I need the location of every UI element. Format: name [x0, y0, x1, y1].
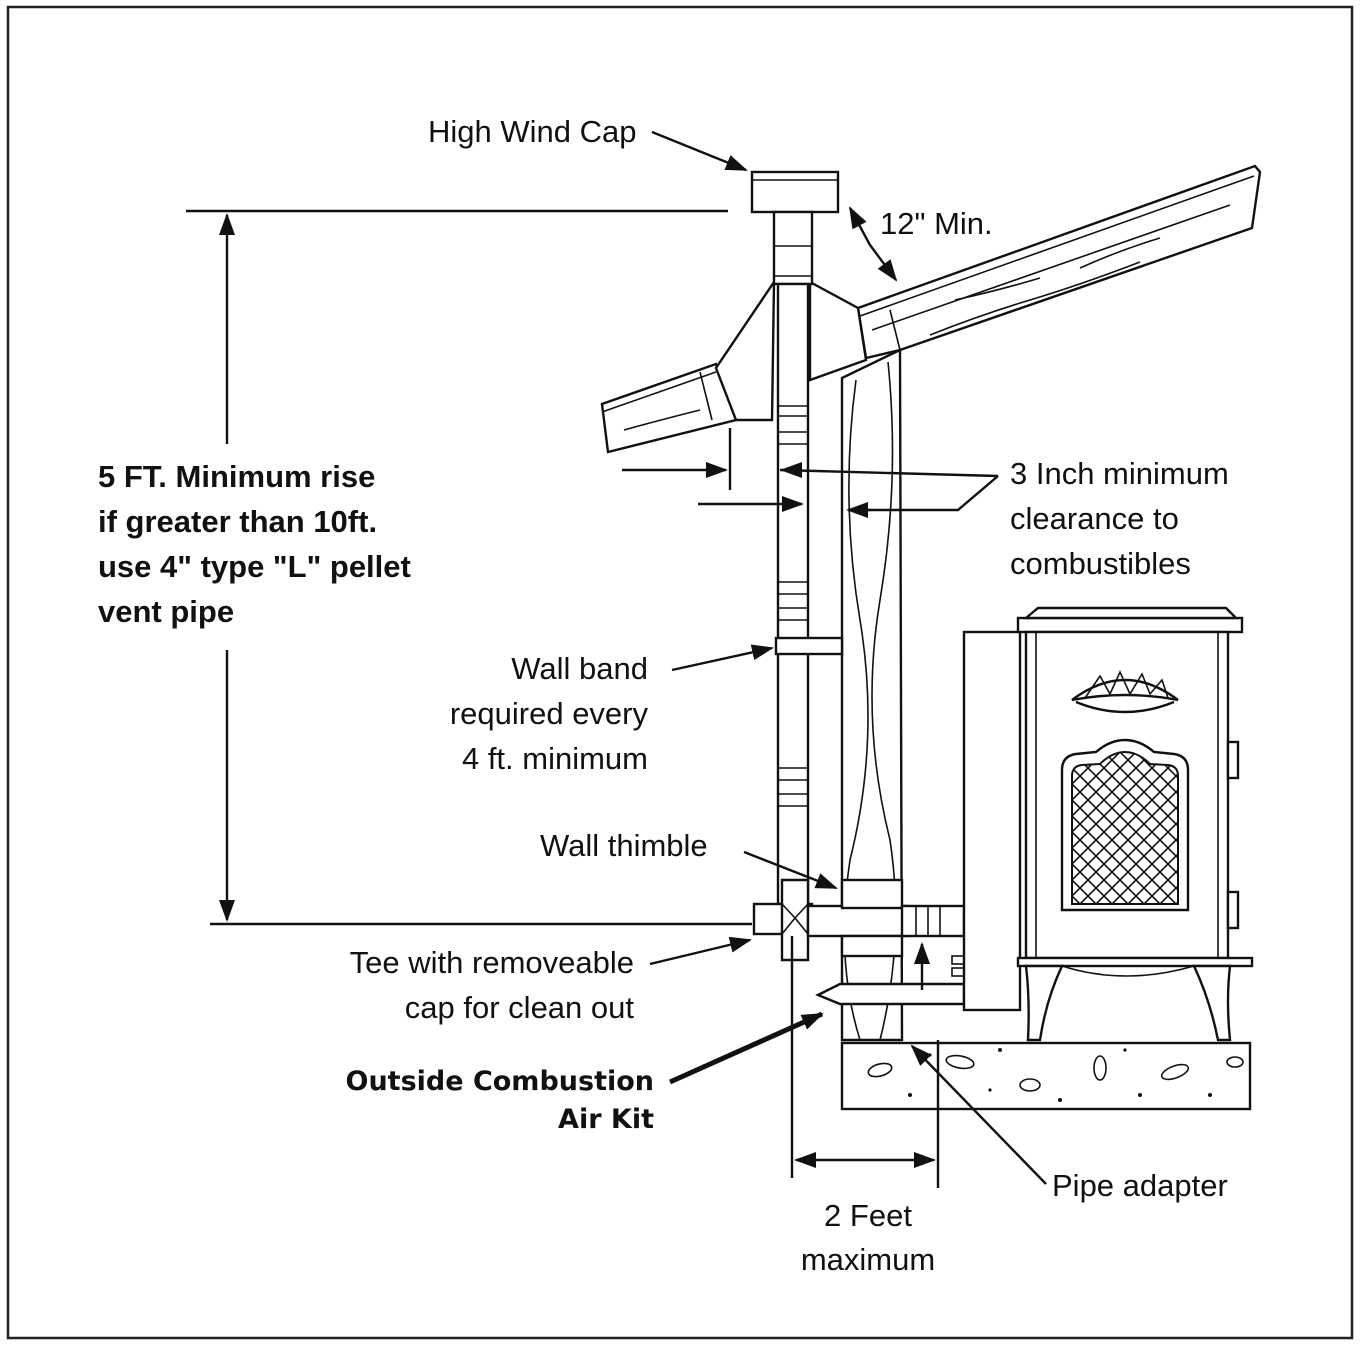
label-rise-line-3: use 4" type "L" pellet	[98, 549, 411, 584]
text-labels: High Wind Cap 12" Min. 5 FT. Minimum ris…	[98, 114, 1229, 1277]
label-clearance-line-3: combustibles	[1010, 546, 1191, 581]
label-outside-air-line-2: Air Kit	[558, 1104, 654, 1135]
wall-band	[774, 636, 844, 656]
label-tee-line-1: Tee with removeable	[350, 945, 634, 980]
vent-pipe	[750, 170, 966, 1006]
label-rise-line-1: 5 FT. Minimum rise	[98, 459, 375, 494]
leader-arrows	[649, 130, 1047, 1185]
diagram-frame	[6, 5, 1354, 1340]
wall-thimble	[840, 878, 904, 910]
label-wall-thimble: Wall thimble	[540, 828, 708, 863]
pellet-stove	[951, 606, 1254, 1042]
label-pipe-adapter: Pipe adapter	[1052, 1168, 1228, 1203]
label-clearance-line-2: clearance to	[1010, 501, 1179, 536]
label-outside-air-line-1: Outside Combustion	[346, 1066, 655, 1097]
floor-slab	[840, 1041, 1252, 1111]
high-wind-cap	[750, 170, 840, 214]
label-2-feet-line-2: maximum	[801, 1242, 935, 1277]
label-rise-line-2: if greater than 10ft.	[98, 504, 377, 539]
pipe-adapter	[900, 904, 966, 938]
label-clearance-line-1: 3 Inch minimum	[1010, 456, 1229, 491]
label-tee-line-2: cap for clean out	[405, 990, 635, 1025]
label-wall-band-line-2: required every	[450, 696, 649, 731]
roof	[600, 164, 1262, 454]
outside-air-tube	[815, 982, 966, 1006]
label-rise-line-4: vent pipe	[98, 594, 234, 629]
label-high-wind-cap: High Wind Cap	[428, 114, 636, 149]
label-2-feet-line-1: 2 Feet	[824, 1198, 912, 1233]
dimension-lines	[186, 209, 940, 1188]
label-12-min: 12" Min.	[880, 206, 993, 241]
label-wall-band-line-3: 4 ft. minimum	[462, 741, 648, 776]
label-wall-band-line-1: Wall band	[511, 651, 648, 686]
